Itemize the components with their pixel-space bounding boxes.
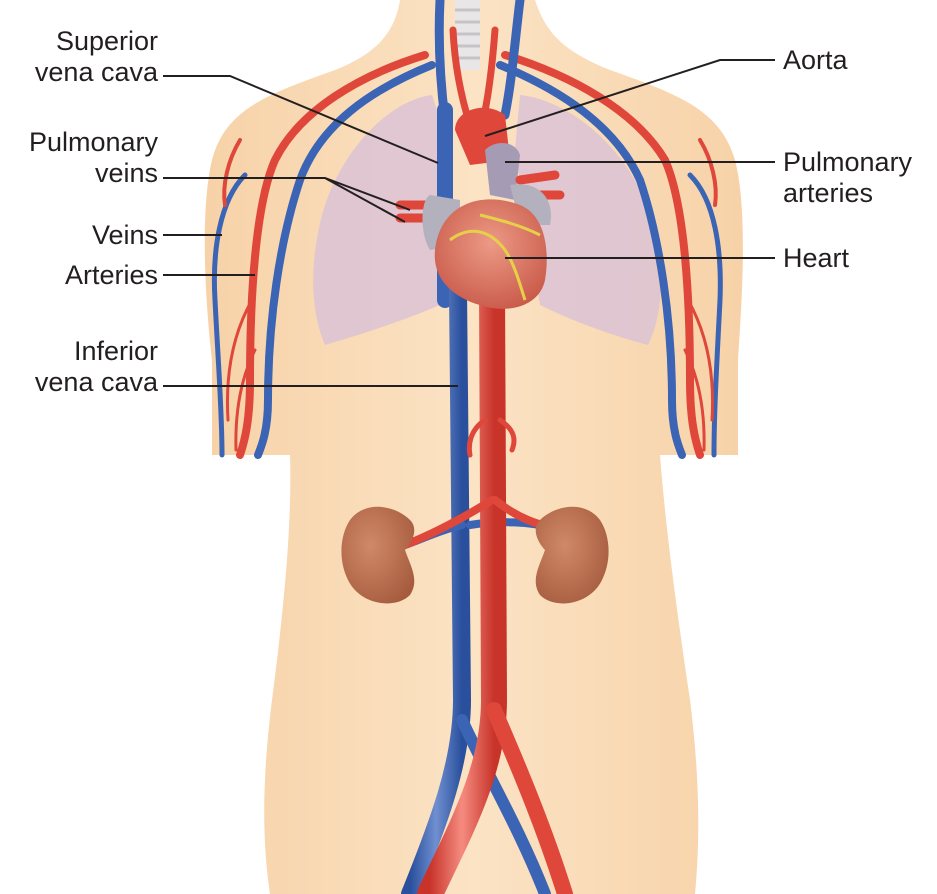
- label-pulmonary-veins-line1: Pulmonary: [29, 127, 158, 158]
- label-pulmonary-arteries-line1: Pulmonary: [783, 147, 912, 178]
- label-inferior-vena-cava: Inferior vena cava: [35, 336, 158, 398]
- label-veins-text: Veins: [92, 220, 158, 251]
- label-superior-vena-cava-line2: vena cava: [35, 57, 158, 88]
- label-pulmonary-arteries: Pulmonary arteries: [783, 147, 912, 209]
- label-aorta: Aorta: [783, 45, 848, 76]
- label-arteries-text: Arteries: [65, 260, 158, 291]
- label-inferior-vena-cava-line2: vena cava: [35, 367, 158, 398]
- label-inferior-vena-cava-line1: Inferior: [35, 336, 158, 367]
- label-veins: Veins: [92, 220, 158, 251]
- label-aorta-text: Aorta: [783, 45, 848, 76]
- label-pulmonary-arteries-line2: arteries: [783, 178, 912, 209]
- label-heart-text: Heart: [783, 243, 849, 274]
- label-pulmonary-veins: Pulmonary veins: [29, 127, 158, 189]
- label-superior-vena-cava: Superior vena cava: [35, 26, 158, 88]
- label-pulmonary-veins-line2: veins: [29, 158, 158, 189]
- label-arteries: Arteries: [65, 260, 158, 291]
- label-superior-vena-cava-line1: Superior: [35, 26, 158, 57]
- label-heart: Heart: [783, 243, 849, 274]
